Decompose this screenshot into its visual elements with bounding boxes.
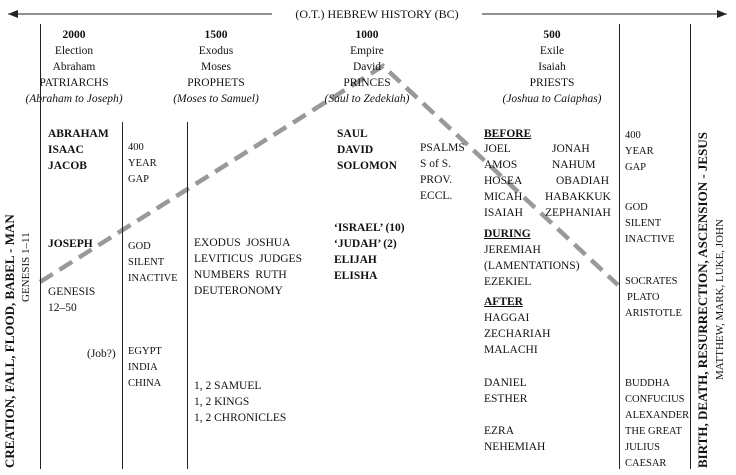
era-header-1500: 1500 Exodus Moses PROPHETS (Moses to Sam… [173,29,259,105]
right-side-sublabel: MATTHEW, MARK, LUKE, JOHN [714,219,726,380]
history-books-later: 1, 2 SAMUEL 1, 2 KINGS 1, 2 CHRONICLES [194,380,287,424]
before-prophets-left: JOEL AMOS HOSEA MICAH ISAIAH [484,143,523,219]
job-label: (Job?) [87,348,116,360]
chart-title: (O.T.) HEBREW HISTORY (BC) [295,7,459,21]
daniel-esther: DANIEL ESTHER [484,377,528,405]
ezra-nehemiah: EZRA NEHEMIAH [484,425,546,453]
arrowhead-right-icon [717,10,727,18]
god-silent-1: GOD SILENT INACTIVE [128,241,178,284]
right-side-label: BIRTH, DEATH, RESURRECTION, ASCENSION - … [695,132,710,468]
gap-400-year-2: 400 YEAR GAP [625,130,654,173]
world-figures: BUDDHA CONFUCIUS ALEXANDER THE GREAT JUL… [625,378,690,469]
nations-list: EGYPT INDIA CHINA [128,346,162,389]
during-heading: DURING [484,228,531,240]
left-side-sublabel: GENESIS 1–11 [20,232,32,302]
after-prophets: HAGGAI ZECHARIAH MALACHI [484,312,551,356]
joseph-label: JOSEPH [48,238,93,250]
divider-right [690,24,691,469]
poetry-books: PSALMS S of S. PROV. ECCL. [420,142,465,202]
left-side-label: CREATION, FALL, FLOOD, BABEL - MAN [2,214,17,468]
divider-col1 [122,122,123,469]
patriarch-names: ABRAHAM ISAAC JACOB [48,128,109,172]
during-prophets: JEREMIAH (LAMENTATIONS) EZEKIEL [484,244,580,288]
before-prophets-right: JONAH NAHUM OBADIAH HABAKKUK ZEPHANIAH [545,143,611,219]
divider-col2 [187,122,188,469]
after-heading: AFTER [484,296,523,308]
divider-left [40,24,41,469]
divided-kingdom: ‘ISRAEL’ (10) ‘JUDAH’ (2) ELIJAH ELISHA [334,222,405,282]
greek-philosophers: SOCRATES PLATO ARISTOTLE [625,276,682,319]
kings-list: SAUL DAVID SOLOMON [337,128,398,172]
before-heading: BEFORE [484,128,532,140]
genesis-reference: GENESIS 12–50 [48,286,96,314]
god-silent-2: GOD SILENT INACTIVE [625,202,675,245]
arrowhead-left-icon [8,10,18,18]
era-header-1000: 1000 Empire David PRINCES (Saul to Zedek… [324,29,410,105]
era-header-2000: 2000 Election Abraham PATRIARCHS (Abraha… [25,29,123,105]
divider-col5 [619,24,620,469]
era-header-500: 500 Exile Isaiah PRIESTS (Joshua to Caia… [502,29,602,105]
history-trend-dashed-line [38,63,620,287]
law-history-books: EXODUS JOSHUA LEVITICUS JUDGES NUMBERS R… [194,237,302,297]
gap-400-year-1: 400 YEAR GAP [128,142,157,185]
